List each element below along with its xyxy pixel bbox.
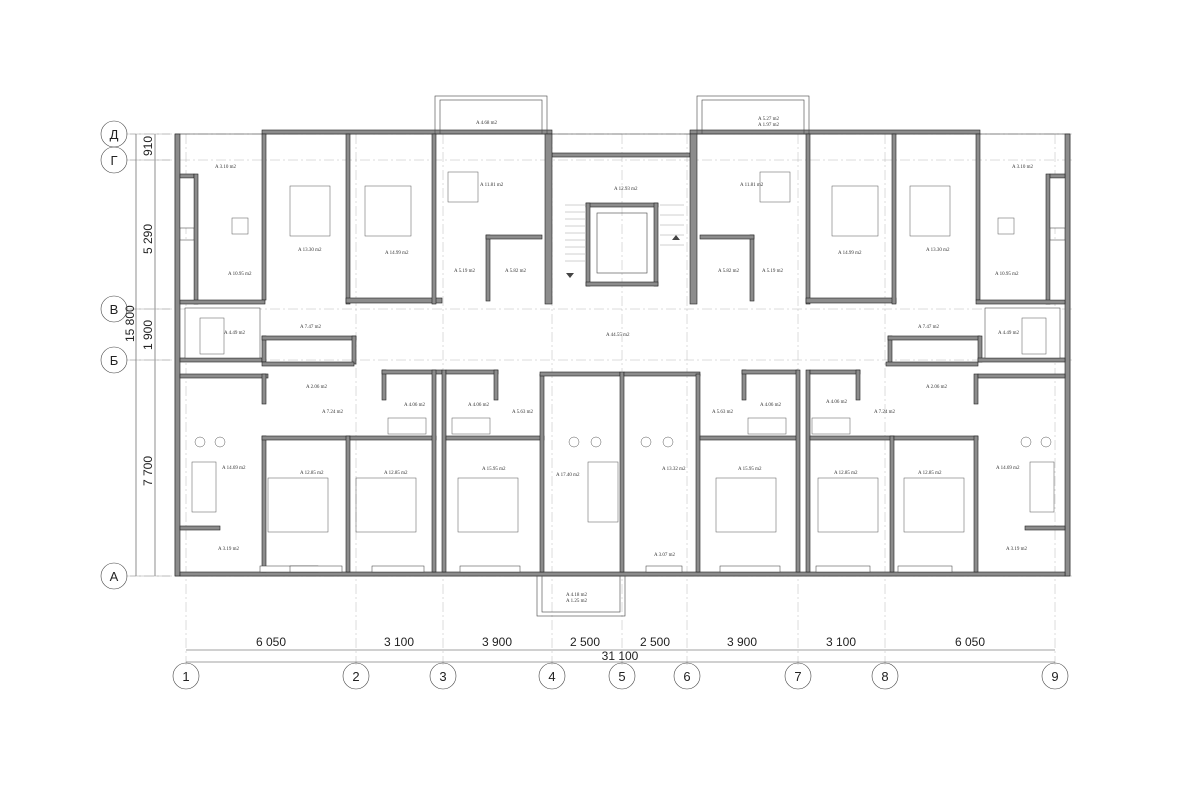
area-label: A 7.47 m2 bbox=[918, 325, 939, 330]
area-label: A 4.06 m2 bbox=[468, 403, 489, 408]
dim-g-v: 5 290 bbox=[141, 224, 155, 254]
area-label: A 17.40 m2 bbox=[556, 473, 580, 478]
area-label: A 4.06 m2 bbox=[826, 400, 847, 405]
area-label: A 4.68 m2 bbox=[476, 121, 497, 126]
area-label: A 15.95 m2 bbox=[482, 467, 506, 472]
dim-6-7: 3 900 bbox=[727, 635, 757, 649]
axis-label-3: 3 bbox=[439, 669, 446, 684]
area-label: A 2.06 m2 bbox=[306, 385, 327, 390]
dim-total-vertical: 15 800 bbox=[123, 305, 137, 342]
staircase bbox=[565, 204, 684, 278]
bottom-dimensions: 6 050 3 100 3 900 2 500 2 500 3 900 3 10… bbox=[186, 635, 1055, 663]
axis-label-b: Б bbox=[110, 353, 119, 368]
area-label: A 14.99 m2 bbox=[838, 251, 862, 256]
dim-b-a: 7 700 bbox=[141, 456, 155, 486]
windows bbox=[179, 177, 1066, 573]
dim-d-g: 910 bbox=[141, 136, 155, 156]
area-label: A 15.95 m2 bbox=[738, 467, 762, 472]
axis-label-2: 2 bbox=[352, 669, 359, 684]
dim-2-3: 3 100 bbox=[384, 635, 414, 649]
left-dimensions: 910 5 290 1 900 7 700 15 800 bbox=[123, 133, 170, 577]
area-label: A 11.81 m2 bbox=[740, 183, 764, 188]
area-label: A 4.49 m2 bbox=[224, 331, 245, 336]
area-label: A 12.85 m2 bbox=[384, 471, 408, 476]
axis-label-a: А bbox=[110, 569, 119, 584]
area-label: A 44.55 m2 bbox=[606, 333, 630, 338]
area-label: A 5.63 m2 bbox=[512, 410, 533, 415]
area-label: A 4.06 m2 bbox=[404, 403, 425, 408]
area-label: A 3.19 m2 bbox=[218, 547, 239, 552]
area-label: A 3.10 m2 bbox=[1012, 165, 1033, 170]
number-axes: 1 2 3 4 5 6 7 8 9 bbox=[172, 662, 1069, 690]
area-label: A 7.24 m2 bbox=[874, 410, 895, 415]
area-label: A 2.06 m2 bbox=[926, 385, 947, 390]
dim-8-9: 6 050 bbox=[955, 635, 985, 649]
dim-7-8: 3 100 bbox=[826, 635, 856, 649]
area-label: A 7.47 m2 bbox=[300, 325, 321, 330]
area-label: A 14.99 m2 bbox=[385, 251, 409, 256]
axis-label-6: 6 bbox=[683, 669, 690, 684]
area-label: A 12.85 m2 bbox=[300, 471, 324, 476]
grid-lines bbox=[126, 133, 1072, 665]
axis-label-d: Д bbox=[110, 127, 119, 142]
area-label: A 13.30 m2 bbox=[926, 248, 950, 253]
area-label: A 12.93 m2 bbox=[614, 187, 638, 192]
area-label: A 14.69 m2 bbox=[996, 466, 1020, 471]
area-label: A 10.95 m2 bbox=[995, 272, 1019, 277]
dim-3-4: 3 900 bbox=[482, 635, 512, 649]
dim-total-horizontal: 31 100 bbox=[602, 649, 639, 663]
area-label: A 12.85 m2 bbox=[834, 471, 858, 476]
area-label: A 4.49 m2 bbox=[998, 331, 1019, 336]
axis-label-7: 7 bbox=[794, 669, 801, 684]
area-label: A 3.10 m2 bbox=[215, 165, 236, 170]
dim-4-5: 2 500 bbox=[570, 635, 600, 649]
furniture bbox=[191, 171, 1055, 533]
area-label: A 7.24 m2 bbox=[322, 410, 343, 415]
dim-v-b: 1 900 bbox=[141, 320, 155, 350]
room-area-labels: A 4.68 m2 A 5.27 m2 A 1.97 m2 A 3.10 m2 … bbox=[215, 117, 1033, 604]
area-label: A 11.81 m2 bbox=[480, 183, 504, 188]
axis-label-9: 9 bbox=[1051, 669, 1058, 684]
area-label: A 5.19 m2 bbox=[762, 269, 783, 274]
interior-walls bbox=[179, 133, 1066, 573]
area-label: A 1.25 m2 bbox=[566, 599, 587, 604]
axis-label-g: Г bbox=[110, 153, 117, 168]
area-label: A 5.82 m2 bbox=[505, 269, 526, 274]
area-label: A 5.63 m2 bbox=[712, 410, 733, 415]
letter-axes: Д Г В Б А bbox=[100, 120, 128, 590]
axis-label-5: 5 bbox=[618, 669, 625, 684]
axis-label-1: 1 bbox=[182, 669, 189, 684]
dim-5-6: 2 500 bbox=[640, 635, 670, 649]
area-label: A 10.95 m2 bbox=[228, 272, 252, 277]
axis-label-v: В bbox=[110, 302, 119, 317]
area-label: A 5.19 m2 bbox=[454, 269, 475, 274]
area-label: A 5.82 m2 bbox=[718, 269, 739, 274]
dim-1-2: 6 050 bbox=[256, 635, 286, 649]
axis-label-8: 8 bbox=[881, 669, 888, 684]
area-label: A 13.30 m2 bbox=[298, 248, 322, 253]
area-label: A 3.19 m2 bbox=[1006, 547, 1027, 552]
area-label: A 12.85 m2 bbox=[918, 471, 942, 476]
area-label: A 3.07 m2 bbox=[654, 553, 675, 558]
area-label: A 1.97 m2 bbox=[758, 123, 779, 128]
area-label: A 4.18 m2 bbox=[566, 593, 587, 598]
area-label: A 14.69 m2 bbox=[222, 466, 246, 471]
balconies bbox=[434, 95, 810, 617]
area-label: A 13.32 m2 bbox=[662, 467, 686, 472]
area-label: A 5.27 m2 bbox=[758, 117, 779, 122]
area-label: A 4.06 m2 bbox=[760, 403, 781, 408]
axis-label-4: 4 bbox=[548, 669, 555, 684]
